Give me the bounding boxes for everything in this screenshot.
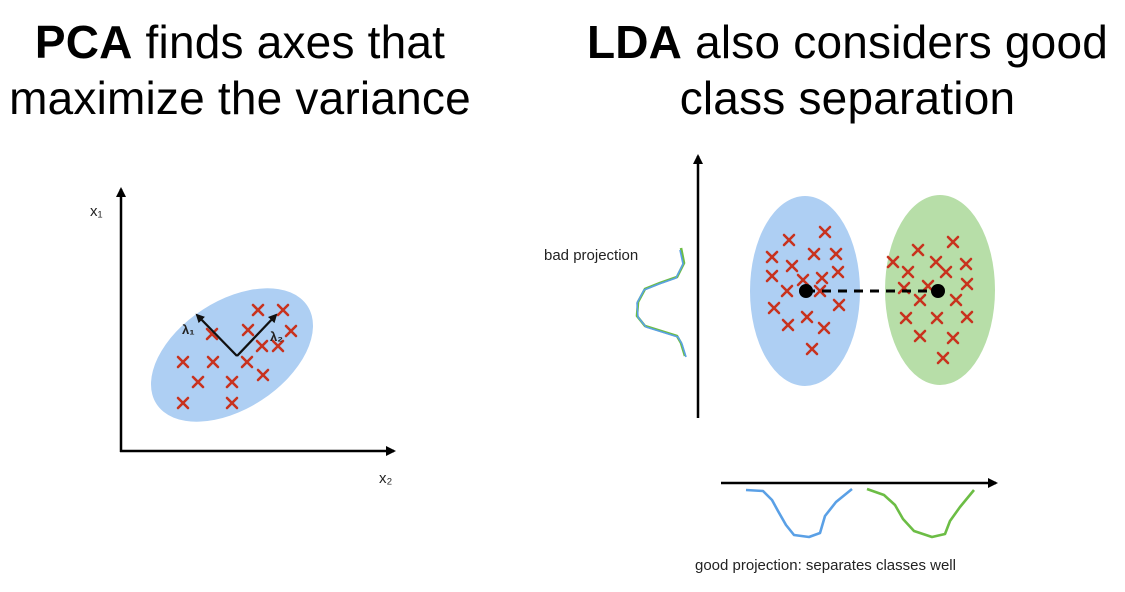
lda-data-point [936,351,950,365]
lda-data-point [949,293,963,307]
lda-data-point [960,277,974,291]
pca-data-point [256,368,270,382]
pca-title-bold: PCA [34,16,133,68]
pca-eigen-label-1: λ₁ [182,322,195,337]
lda-title-bold: LDA [586,16,683,68]
pca-eigenvector-1 [195,313,238,357]
lda-data-point [960,310,974,324]
lda-data-point [886,255,900,269]
pca-title-line2: maximize the variance [9,72,471,124]
lda-data-point [939,265,953,279]
lda-data-point [818,225,832,239]
lda-data-point [959,257,973,271]
lda-data-point [800,310,814,324]
lda-data-point [807,247,821,261]
lda-panel: bad projection good projection: separate… [544,154,998,574]
lda-data-point [796,273,810,287]
lda-data-point [901,265,915,279]
bad-projection-curve-b [636,249,687,358]
lda-data-point [929,255,943,269]
pca-data-point [206,355,220,369]
lda-data-point [780,284,794,298]
lda-data-point [765,250,779,264]
lda-data-point [813,284,827,298]
lda-data-point [815,271,829,285]
pca-data-point [241,323,255,337]
lda-data-point [913,293,927,307]
lda-data-point [781,318,795,332]
lda-data-point [782,233,796,247]
lda-data-point [899,311,913,325]
lda-title: LDA also considers good class separation [570,14,1125,126]
pca-data-point [176,355,190,369]
lda-data-point [946,235,960,249]
pca-y-axis-label: x₁ [90,203,103,220]
lda-data-point [832,298,846,312]
lda-data-point [829,247,843,261]
pca-data-point [225,396,239,410]
lda-data-point [805,342,819,356]
good-projection-curve-b [866,487,976,539]
lda-class-b-mean [931,284,945,298]
pca-data-ellipse [150,288,314,422]
bad-projection-label: bad projection [544,247,638,264]
pca-title-line1: finds axes that [132,16,446,68]
lda-data-point [930,311,944,325]
pca-data-point [251,303,265,317]
pca-panel: x₁ x₂ λ₁ λ₂ [90,187,396,487]
lda-data-points [765,225,974,365]
pca-data-point [271,339,285,353]
good-projection-curve-a [745,487,853,539]
pca-data-point [176,396,190,410]
pca-data-point [191,375,205,389]
pca-data-point [205,327,219,341]
pca-data-point [255,339,269,353]
bad-projection-curve-a [635,247,687,357]
pca-data-points [176,303,298,410]
lda-title-line2: class separation [679,72,1016,124]
lda-data-point [785,259,799,273]
pca-title: PCA finds axes that maximize the varianc… [0,14,480,126]
pca-data-point [284,324,298,338]
pca-data-point [225,375,239,389]
pca-eigenvector-2 [236,313,278,357]
lda-title-line1: also considers good [682,16,1109,68]
pca-data-point [276,303,290,317]
lda-data-point [817,321,831,335]
pca-data-point [240,355,254,369]
pca-x-axis-label: x₂ [379,470,393,487]
good-projection-label: good projection: separates classes well [695,557,956,574]
lda-data-point [831,265,845,279]
lda-data-point [913,329,927,343]
lda-data-point [911,243,925,257]
lda-data-point [765,269,779,283]
lda-data-point [767,301,781,315]
pca-eigen-label-2: λ₂ [270,329,283,344]
lda-class-a-mean [799,284,813,298]
lda-data-point [946,331,960,345]
